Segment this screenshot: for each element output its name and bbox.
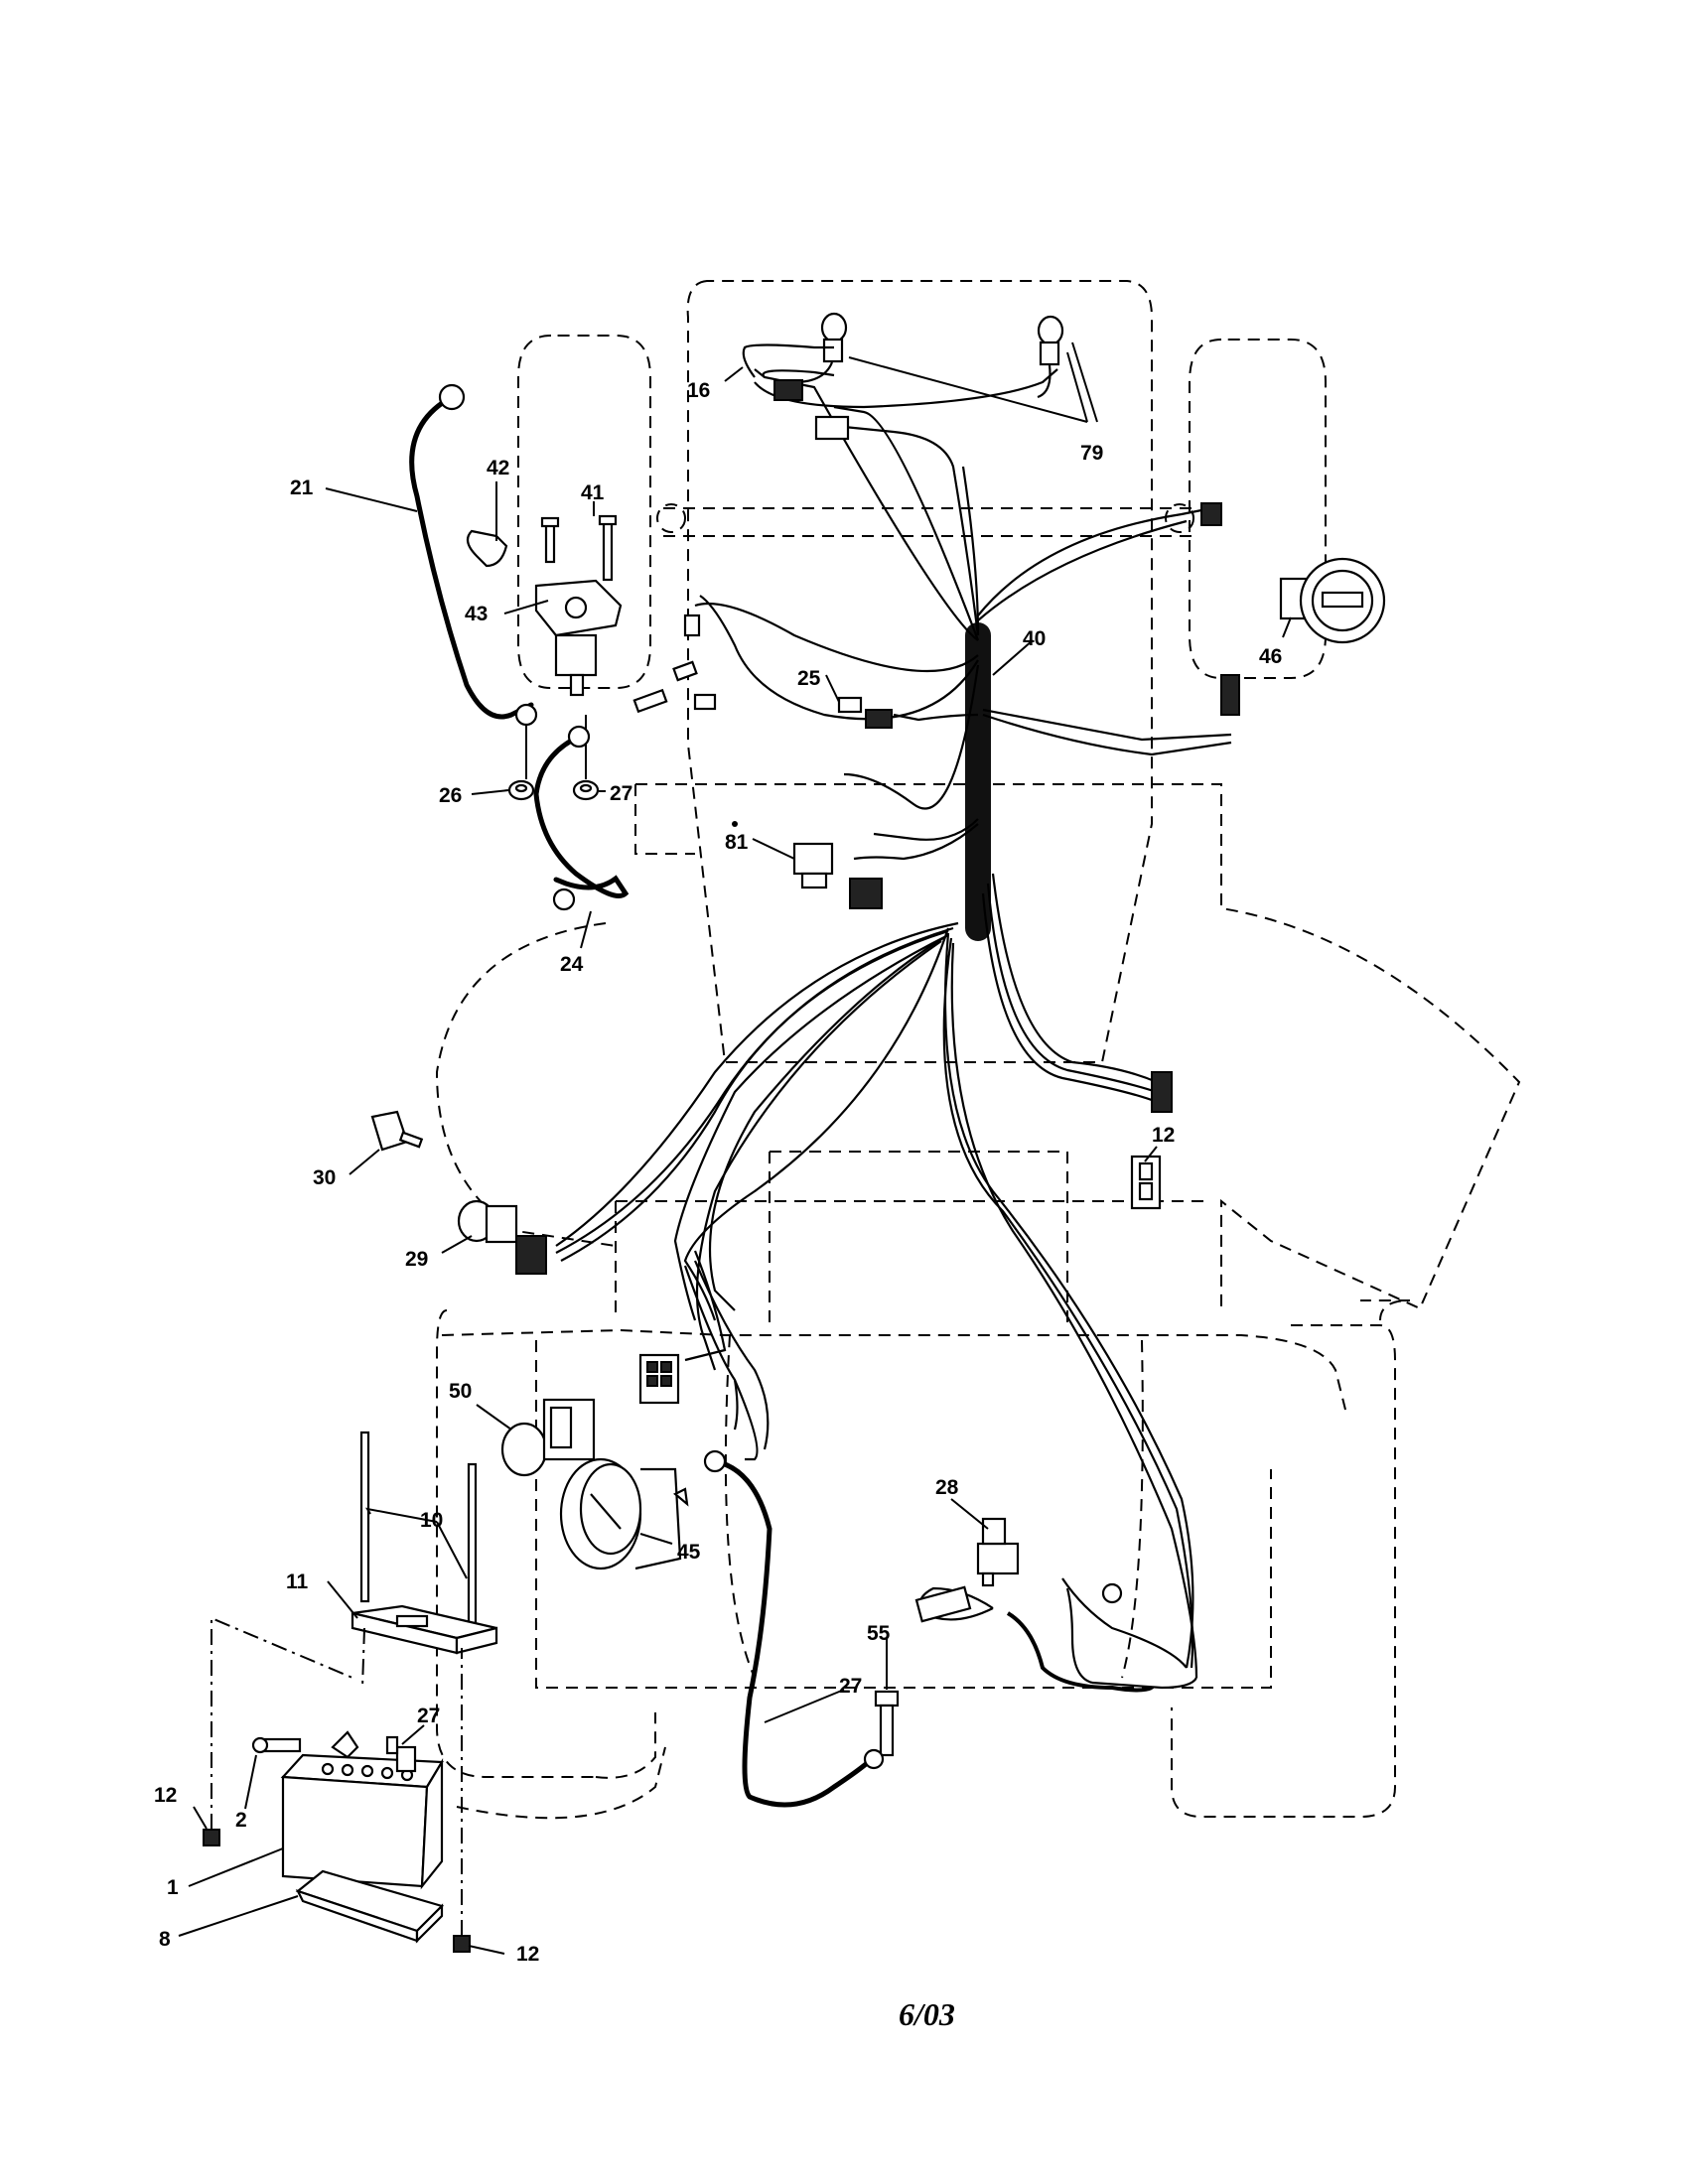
clip-12-right	[453, 1935, 471, 1953]
frame-center	[615, 1151, 1211, 1330]
callout-1: 1	[167, 1876, 179, 1899]
callout-21: 16	[687, 379, 710, 402]
callout-33: 30	[313, 1166, 336, 1189]
callout-27-left: 26	[439, 784, 462, 807]
battery-bolt-2	[251, 1736, 302, 1754]
mount-line-rod	[361, 1627, 365, 1689]
connector-29-plug	[914, 1585, 972, 1623]
cable-25	[533, 734, 630, 898]
callout-41: 41	[581, 481, 605, 504]
nut-27-battery	[331, 1730, 399, 1759]
revision-date: 6/03	[899, 1996, 955, 2032]
nut-27-left	[507, 779, 535, 801]
callout-16: 12	[1152, 1124, 1175, 1147]
callout-81: 81	[725, 831, 749, 854]
ignition-switch-30	[457, 1199, 547, 1275]
seat-bottom	[724, 1334, 1144, 1679]
callout-46: 46	[1259, 645, 1282, 668]
solenoid-boot-42	[466, 529, 508, 568]
cable-28	[712, 1458, 877, 1808]
left-front-tire	[517, 335, 651, 689]
callout-8: 8	[159, 1928, 171, 1951]
clip-12-left	[203, 1829, 220, 1846]
leader-lines	[178, 341, 1292, 1955]
front-axle	[663, 507, 1192, 537]
callout-79: 79	[1080, 442, 1103, 465]
callout-81-dot	[732, 821, 738, 827]
pto-switch-50	[500, 1398, 596, 1477]
callout-27-right: 27	[610, 782, 632, 805]
right-rear-tire	[1171, 1299, 1411, 1818]
deck-outline	[634, 783, 1521, 1310]
left-rear-tire	[436, 1309, 596, 1778]
callout-40: 40	[1023, 627, 1046, 650]
axle-pivot-right	[1165, 503, 1194, 533]
switch-29	[976, 1517, 1020, 1587]
bolt-55	[863, 1690, 900, 1770]
ignition-key-33	[370, 1110, 424, 1152]
callouts: 79 16 21 42 41 43 26 27 24 40 25 46 81 1…	[154, 379, 1282, 1966]
hold-down-11	[351, 1604, 498, 1655]
callout-45: 45	[677, 1541, 701, 1564]
callout-11: 11	[286, 1570, 309, 1593]
axle-pivot-left	[656, 503, 686, 533]
connector-16	[1130, 1071, 1173, 1210]
callout-26: 25	[797, 667, 821, 690]
callout-12-right-bound: 12	[516, 1943, 539, 1966]
left-deck-round	[435, 922, 617, 1247]
callout-27-battery: 27	[417, 1705, 440, 1727]
solenoid-43	[534, 579, 623, 697]
connector-right-mid	[1220, 674, 1240, 716]
callout-25: 24	[560, 953, 584, 976]
callout-12-left: 12	[154, 1784, 177, 1807]
components	[203, 312, 1386, 1953]
hour-meter	[1279, 557, 1386, 644]
callout-2: 2	[235, 1809, 247, 1832]
callout-29: 28	[935, 1476, 959, 1499]
bolts-41	[540, 514, 618, 582]
callout-43: 43	[465, 603, 488, 625]
battery-tray-8	[295, 1869, 445, 1944]
harness-connector-8pin	[638, 1353, 680, 1405]
battery-cables	[409, 394, 877, 1808]
callout-55: 55	[867, 1622, 891, 1645]
wire-harness	[555, 368, 1232, 1690]
callout-50: 50	[449, 1380, 472, 1403]
hood-outline	[686, 280, 1153, 1063]
battery-rods-10	[359, 1431, 478, 1625]
ammeter-45	[559, 1457, 689, 1570]
right-front-tire	[1189, 339, 1327, 679]
callout-30: 29	[405, 1248, 428, 1271]
callout-24: 21	[290, 477, 314, 499]
relay-81	[792, 842, 883, 909]
seat-fender	[441, 1328, 1346, 1689]
cable-24	[409, 394, 534, 720]
connector-26	[837, 696, 893, 729]
mount-line-left	[210, 1616, 353, 1830]
tractor-outline	[435, 280, 1521, 1820]
battery-1	[280, 1745, 444, 1890]
light-socket-right	[1037, 315, 1064, 399]
callout-42: 42	[487, 457, 509, 479]
nut-27-right	[572, 779, 600, 801]
callout-10: 10	[420, 1509, 443, 1532]
rear-fender-left	[456, 1712, 666, 1820]
callout-28: 27	[839, 1675, 862, 1698]
light-harness-21	[742, 343, 850, 441]
connector-right-upper	[1200, 502, 1222, 526]
